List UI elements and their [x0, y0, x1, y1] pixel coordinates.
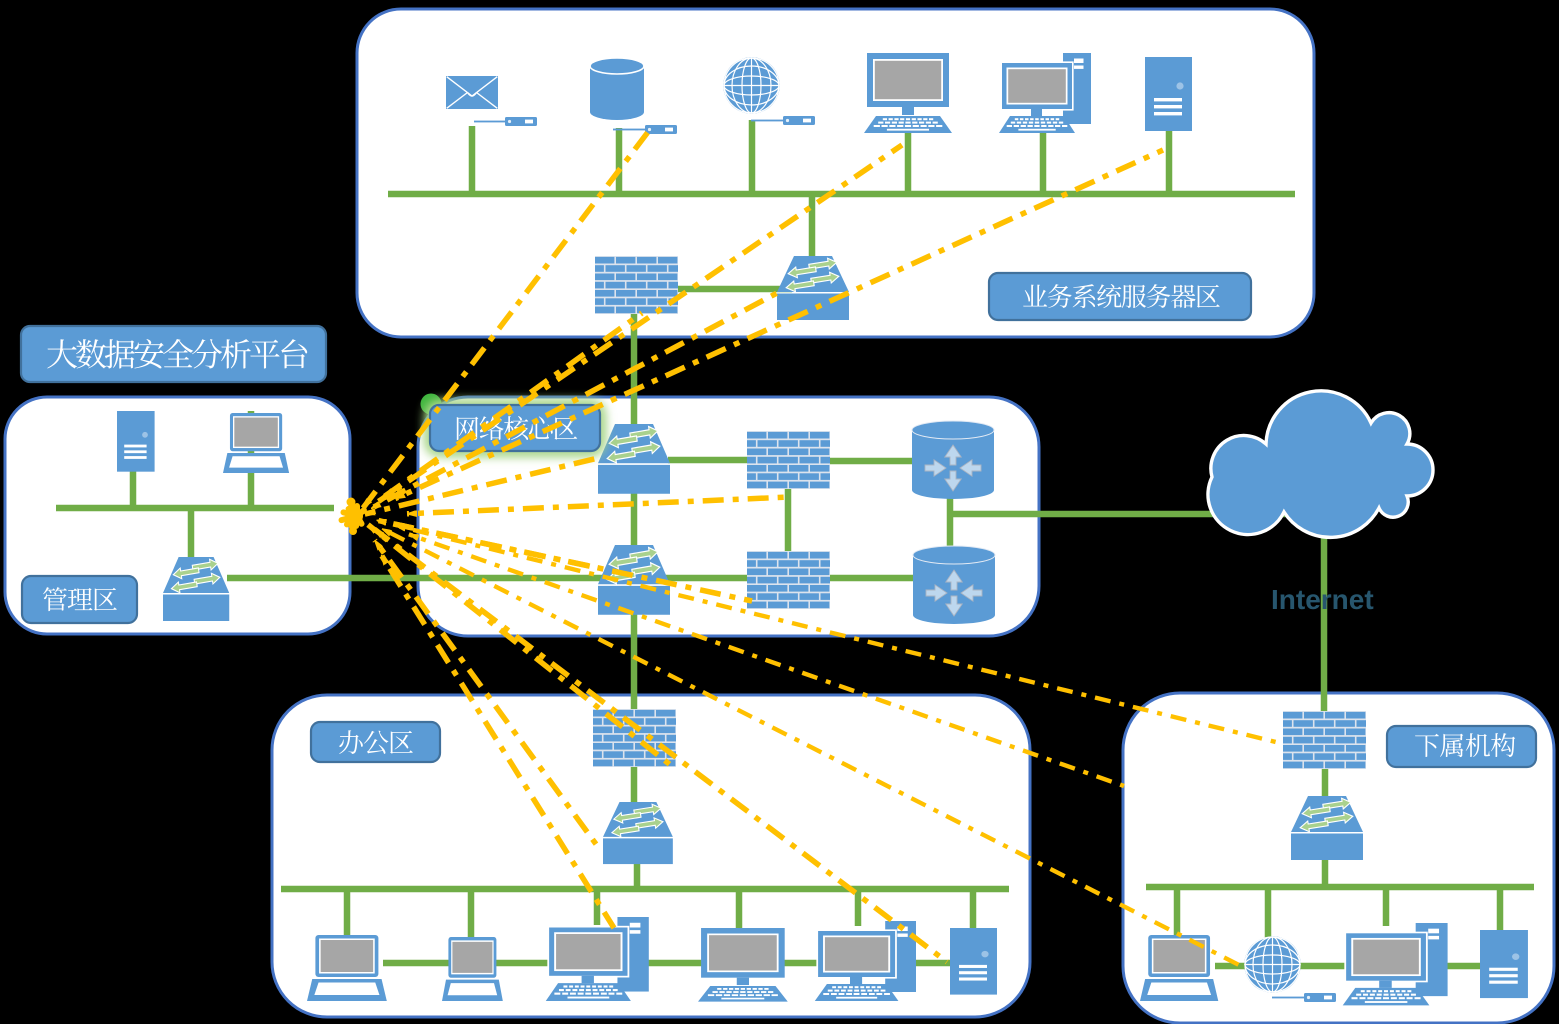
svg-text:Internet: Internet — [1271, 584, 1374, 615]
